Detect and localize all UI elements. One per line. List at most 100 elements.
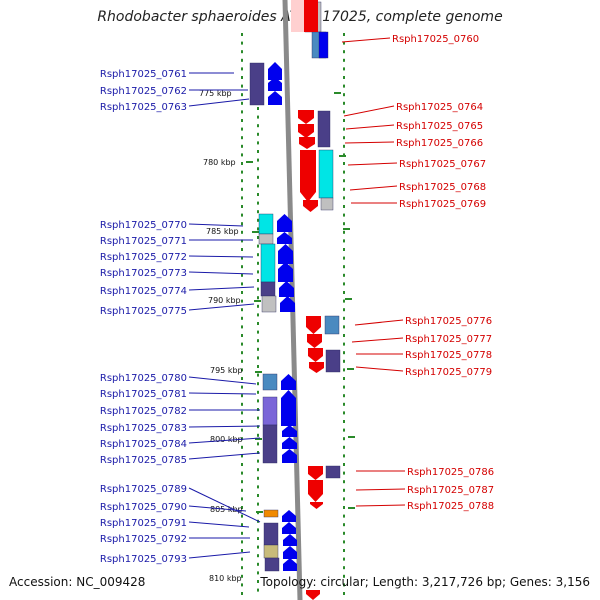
forward-gene-arrow[interactable] <box>281 374 296 390</box>
forward-gene-arrow[interactable] <box>277 214 292 232</box>
forward-gene-arrow[interactable] <box>278 262 293 282</box>
gene-label-left[interactable]: Rsph17025_0780 <box>100 373 187 384</box>
gene-label-leader <box>188 98 250 107</box>
scale-dot-right <box>343 110 345 114</box>
gene-label-right[interactable]: Rsph17025_0787 <box>407 485 494 496</box>
scale-dot-left <box>241 93 243 97</box>
gene-label-right[interactable]: Rsph17025_0764 <box>396 102 483 113</box>
scale-dot-right <box>343 144 345 148</box>
gene-label-left[interactable]: Rsph17025_0771 <box>100 236 187 247</box>
kbp-marker-label: 800 kbp <box>210 435 243 444</box>
scale-dot-left <box>241 230 243 234</box>
gene-label-right[interactable]: Rsph17025_0776 <box>405 316 492 327</box>
forward-gene-arrow[interactable] <box>268 62 282 80</box>
scale-dot-right <box>343 359 345 363</box>
cog-category-bar <box>263 544 279 559</box>
gene-label-right[interactable]: Rsph17025_0778 <box>405 350 492 361</box>
reverse-gene-arrow[interactable] <box>299 137 315 149</box>
reverse-gene-arrow[interactable] <box>300 150 316 202</box>
reverse-gene-arrow[interactable] <box>307 334 322 348</box>
gene-label-left[interactable]: Rsph17025_0784 <box>100 439 187 450</box>
reverse-gene-arrow[interactable] <box>308 480 323 502</box>
scale-dot-inner <box>257 107 259 110</box>
gene-label-left[interactable]: Rsph17025_0790 <box>100 502 187 513</box>
reverse-gene-arrow[interactable] <box>303 200 318 212</box>
scale-dot-left <box>241 463 243 466</box>
scale-dot-left <box>241 583 243 587</box>
forward-gene-arrow[interactable] <box>278 244 293 264</box>
scale-dot-left <box>241 480 243 484</box>
cog-category-bar <box>258 233 274 245</box>
gene-label-left[interactable]: Rsph17025_0791 <box>100 518 187 529</box>
reverse-gene-arrow[interactable] <box>298 110 314 124</box>
gene-label-left[interactable]: Rsph17025_0793 <box>100 554 187 565</box>
scale-dot-left <box>241 402 243 406</box>
reverse-gene-arrow[interactable] <box>306 316 321 334</box>
kbp-marker-label: 780 kbp <box>203 158 236 167</box>
gene-label-left[interactable]: Rsph17025_0773 <box>100 268 187 279</box>
forward-gene-arrow[interactable] <box>268 91 282 105</box>
gene-label-left[interactable]: Rsph17025_0774 <box>100 286 187 297</box>
forward-gene-arrow[interactable] <box>282 425 297 437</box>
gene-label-left[interactable]: Rsph17025_0782 <box>100 406 187 417</box>
gene-label-right[interactable]: Rsph17025_0788 <box>407 501 494 512</box>
scale-dot-right <box>343 33 345 36</box>
reverse-gene-arrow[interactable] <box>310 502 323 509</box>
kbp-marker-label: 810 kbp <box>209 574 242 583</box>
gene-label-left[interactable]: Rsph17025_0783 <box>100 423 187 434</box>
gene-label-right[interactable]: Rsph17025_0768 <box>399 182 486 193</box>
gene-label-left[interactable]: Rsph17025_0789 <box>100 484 187 495</box>
gene-label-left[interactable]: Rsph17025_0761 <box>100 69 187 80</box>
gene-label-left[interactable]: Rsph17025_0785 <box>100 455 187 466</box>
scale-dot-left <box>241 471 243 475</box>
gene-label-left[interactable]: Rsph17025_0772 <box>100 252 187 263</box>
scale-dot-inner <box>257 451 259 454</box>
reverse-gene-arrow[interactable] <box>298 124 314 138</box>
cog-category-bar <box>325 349 341 373</box>
reverse-gene-arrow[interactable] <box>308 348 323 362</box>
gene-label-left[interactable]: Rsph17025_0763 <box>100 102 187 113</box>
scale-dot-inner <box>257 399 259 403</box>
gene-label-leader <box>349 185 398 191</box>
gene-label-right[interactable]: Rsph17025_0765 <box>396 121 483 132</box>
forward-gene-arrow[interactable] <box>282 522 296 534</box>
gene-label-left[interactable]: Rsph17025_0775 <box>100 306 187 317</box>
gene-label-left[interactable]: Rsph17025_0762 <box>100 86 187 97</box>
scale-dot-inner <box>257 313 259 317</box>
cog-category-bar <box>260 243 276 283</box>
scale-dot-right <box>343 58 345 62</box>
forward-gene-arrow[interactable] <box>281 390 296 426</box>
gene-label-right[interactable]: Rsph17025_0769 <box>399 199 486 210</box>
gene-label-right[interactable]: Rsph17025_0767 <box>399 159 486 170</box>
scale-dot-right <box>343 523 345 527</box>
gene-label-right[interactable]: Rsph17025_0779 <box>405 367 492 378</box>
scale-dot-right <box>343 334 345 337</box>
forward-gene-arrow[interactable] <box>280 296 295 312</box>
gene-label-right[interactable]: Rsph17025_0760 <box>392 34 479 45</box>
gene-label-right[interactable]: Rsph17025_0786 <box>407 467 494 478</box>
forward-gene-arrow[interactable] <box>277 232 292 244</box>
reverse-gene-arrow[interactable] <box>309 362 324 373</box>
forward-gene-arrow[interactable] <box>282 510 296 522</box>
scale-dot-left <box>241 566 243 570</box>
gene-label-left[interactable]: Rsph17025_0792 <box>100 534 187 545</box>
gene-label-left[interactable]: Rsph17025_0770 <box>100 220 187 231</box>
scale-dot-right <box>343 437 345 441</box>
forward-gene-arrow[interactable] <box>282 437 297 449</box>
scale-dot-right <box>343 566 345 570</box>
forward-gene-arrow[interactable] <box>279 281 294 297</box>
scale-dot-right <box>343 222 345 226</box>
forward-gene-arrow[interactable] <box>268 77 282 91</box>
reverse-gene-arrow[interactable] <box>308 466 323 480</box>
forward-gene-arrow[interactable] <box>283 534 297 546</box>
scale-dot-left <box>241 33 243 36</box>
reverse-gene-arrow[interactable] <box>304 0 318 32</box>
gene-label-right[interactable]: Rsph17025_0777 <box>405 334 492 345</box>
gene-label-right[interactable]: Rsph17025_0766 <box>396 138 483 149</box>
cog-category-bar <box>262 396 278 426</box>
forward-gene-arrow[interactable] <box>283 546 297 559</box>
forward-gene-arrow[interactable] <box>283 558 297 571</box>
reverse-gene-arrow[interactable] <box>306 590 320 600</box>
forward-gene-arrow[interactable] <box>282 449 297 463</box>
gene-label-left[interactable]: Rsph17025_0781 <box>100 389 187 400</box>
